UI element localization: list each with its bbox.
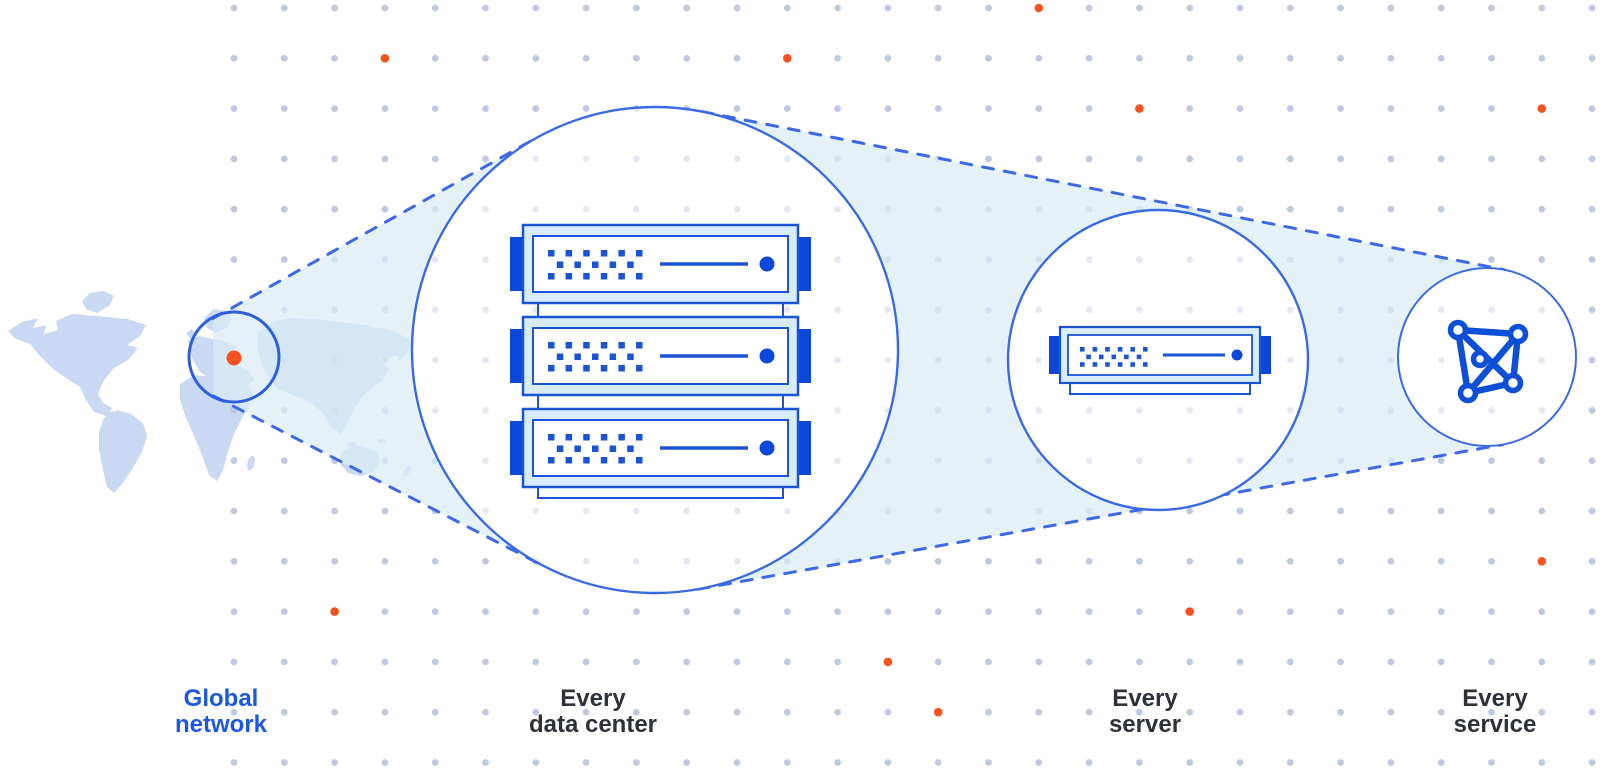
label-every-server: Every server bbox=[1109, 686, 1181, 738]
map-location-dot bbox=[226, 350, 242, 366]
label-global-network: Global network bbox=[175, 686, 267, 738]
accent-dot bbox=[1537, 557, 1547, 566]
dashed-zoom-line bbox=[211, 136, 539, 321]
label-line: Every bbox=[1462, 685, 1528, 712]
accent-dot bbox=[783, 54, 792, 63]
label-line: network bbox=[174, 711, 268, 738]
accent-dot bbox=[883, 657, 893, 667]
label-every-service: Every service bbox=[1454, 686, 1537, 738]
server-unit bbox=[510, 315, 811, 397]
network-mesh-icon bbox=[1447, 319, 1529, 404]
accent-dot bbox=[933, 707, 943, 717]
accent-dot bbox=[1537, 104, 1547, 113]
server-unit bbox=[510, 407, 811, 489]
dashed-zoom-line bbox=[700, 110, 1506, 272]
server-rack-icon bbox=[510, 223, 811, 499]
server-unit bbox=[1049, 325, 1271, 385]
label-line: Global bbox=[183, 685, 259, 712]
globe-focus-ring bbox=[187, 310, 281, 404]
dashed-zoom-line bbox=[696, 443, 1505, 591]
label-every-data-center: Every data center bbox=[529, 686, 657, 738]
label-line: service bbox=[1453, 711, 1537, 738]
server-unit bbox=[510, 223, 811, 305]
label-line: Every bbox=[1112, 685, 1178, 712]
label-line: server bbox=[1108, 711, 1182, 738]
label-line: Every bbox=[560, 685, 626, 712]
accent-dot bbox=[1034, 3, 1044, 13]
dashed-zoom-line bbox=[212, 394, 546, 568]
accent-dot bbox=[1135, 104, 1144, 113]
accent-dot bbox=[380, 54, 390, 63]
accent-dot bbox=[1185, 607, 1194, 616]
server-icon bbox=[1049, 325, 1271, 395]
label-line: data center bbox=[528, 711, 658, 738]
accent-dot bbox=[330, 607, 339, 616]
